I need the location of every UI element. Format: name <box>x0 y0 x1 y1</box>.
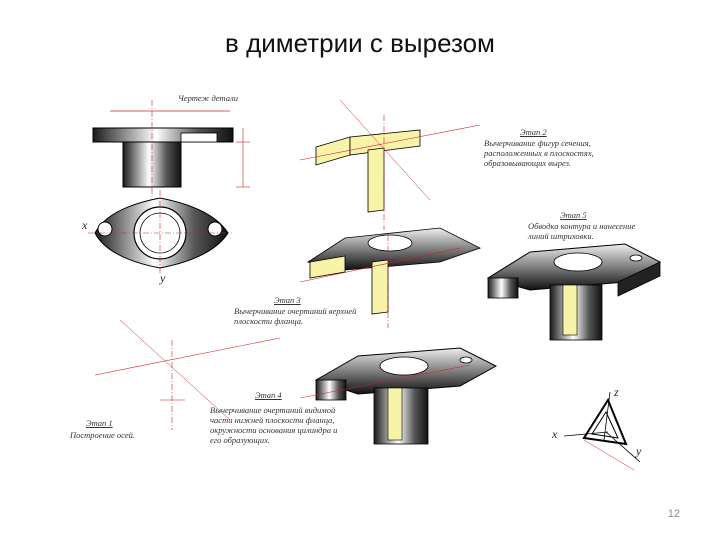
page-number: 12 <box>667 508 680 520</box>
stage2-drawing <box>299 99 481 230</box>
stage2-text: Вычерчивание фигур сечения, расположенны… <box>484 138 594 168</box>
axis-y-label-triangle: y <box>636 444 642 458</box>
stage3-title: Этап 3 <box>274 295 301 305</box>
stage5-title: Этап 5 <box>560 210 587 220</box>
stage1-title: Этап 1 <box>86 418 113 428</box>
stage5-text: Обводка контура и нанесение линий штрихо… <box>528 221 636 241</box>
axis-x-label: x <box>82 218 88 232</box>
stage3-drawing <box>299 227 482 328</box>
stage1-drawing <box>94 319 281 430</box>
slide-title: в диметрии с вырезом <box>225 28 495 58</box>
axis-x-label-triangle: x <box>552 427 558 441</box>
stage1-text: Построение осей. <box>70 430 135 440</box>
stage3-text: Вычерчивание очертаний верхней плоскости… <box>234 306 357 326</box>
detail-top-view <box>88 190 232 275</box>
axis-z-label-triangle: z <box>614 385 619 399</box>
stage4-text: Вычерчивание очертаний видимой части ниж… <box>210 405 338 445</box>
stage4-title: Этап 4 <box>255 390 282 400</box>
stage4-drawing <box>299 347 498 445</box>
axis-y-label: y <box>160 271 166 285</box>
detail-drawing-label: Чертеж детали <box>178 93 239 103</box>
stage2-title: Этап 2 <box>520 127 547 137</box>
detail-front-view <box>92 100 250 200</box>
axes-triangle <box>563 391 641 471</box>
stage5-drawing <box>486 243 662 341</box>
